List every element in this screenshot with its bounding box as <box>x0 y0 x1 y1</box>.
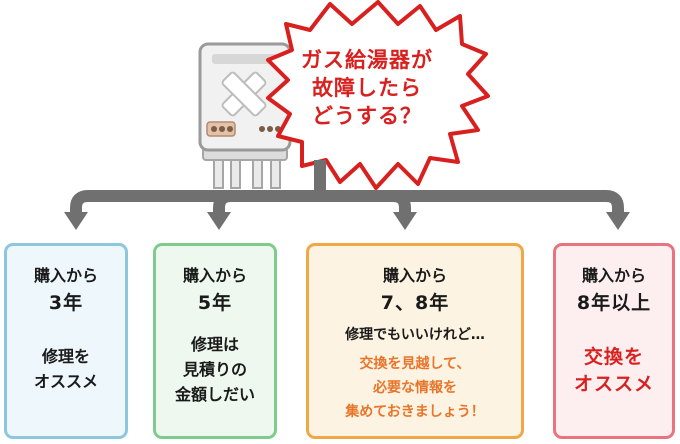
card-years: 8年以上 <box>576 292 652 314</box>
branch-arrows <box>64 160 630 230</box>
card-heading: 購入から <box>182 266 247 285</box>
card-8-plus-years: 購入から 8年以上 交換を オススメ <box>553 243 675 439</box>
card-advice: 修理は 見積りの 金額しだい <box>156 332 274 407</box>
advice-line: オススメ <box>573 373 654 395</box>
advice-line: 見積りの <box>182 360 247 379</box>
card-heading: 購入から <box>382 266 447 285</box>
spiky-speech-bubble <box>266 0 490 190</box>
arrow-head-1 <box>64 212 88 230</box>
advice-line: 修理は <box>190 335 239 354</box>
diagram-title: ガス給湯器が 故障したら どうする？ <box>292 46 442 130</box>
card-7-8-years: 購入から 7、8年 修理でもいいけれど… 交換を見越して、 必要な情報を 集めて… <box>306 243 524 439</box>
advice-line: 交換を見越して、 <box>359 356 471 372</box>
arrow-head-4 <box>606 212 630 230</box>
card-years: 3年 <box>48 292 84 314</box>
water-heater-icon <box>198 42 292 189</box>
advice-line: 修理を <box>41 347 90 366</box>
title-line-1: ガス給湯器が <box>301 48 433 72</box>
card-advice: 交換を オススメ <box>556 344 672 398</box>
card-heading: 購入から <box>33 266 98 285</box>
card-advice: 修理を オススメ <box>7 344 125 394</box>
card-advice: 交換を見越して、 必要な情報を 集めておきましょう！ <box>309 352 521 424</box>
title-line-2: 故障したら <box>312 76 422 100</box>
advice-line: 必要な情報を <box>373 380 457 396</box>
advice-line: 交換を <box>583 346 644 368</box>
advice-line: オススメ <box>33 372 98 391</box>
card-5-years: 購入から 5年 修理は 見積りの 金額しだい <box>153 243 277 439</box>
card-years: 5年 <box>197 292 233 314</box>
title-line-3: どうする？ <box>312 104 422 128</box>
card-years: 7、8年 <box>380 292 450 314</box>
arrow-head-3 <box>393 212 417 230</box>
advice-line: 集めておきましょう！ <box>345 404 485 420</box>
card-heading: 購入から <box>581 266 646 285</box>
card-3-years: 購入から 3年 修理を オススメ <box>4 243 128 439</box>
arrow-head-2 <box>207 212 231 230</box>
advice-line: 金額しだい <box>174 385 255 404</box>
card-note: 修理でもいいけれど… <box>345 327 485 343</box>
